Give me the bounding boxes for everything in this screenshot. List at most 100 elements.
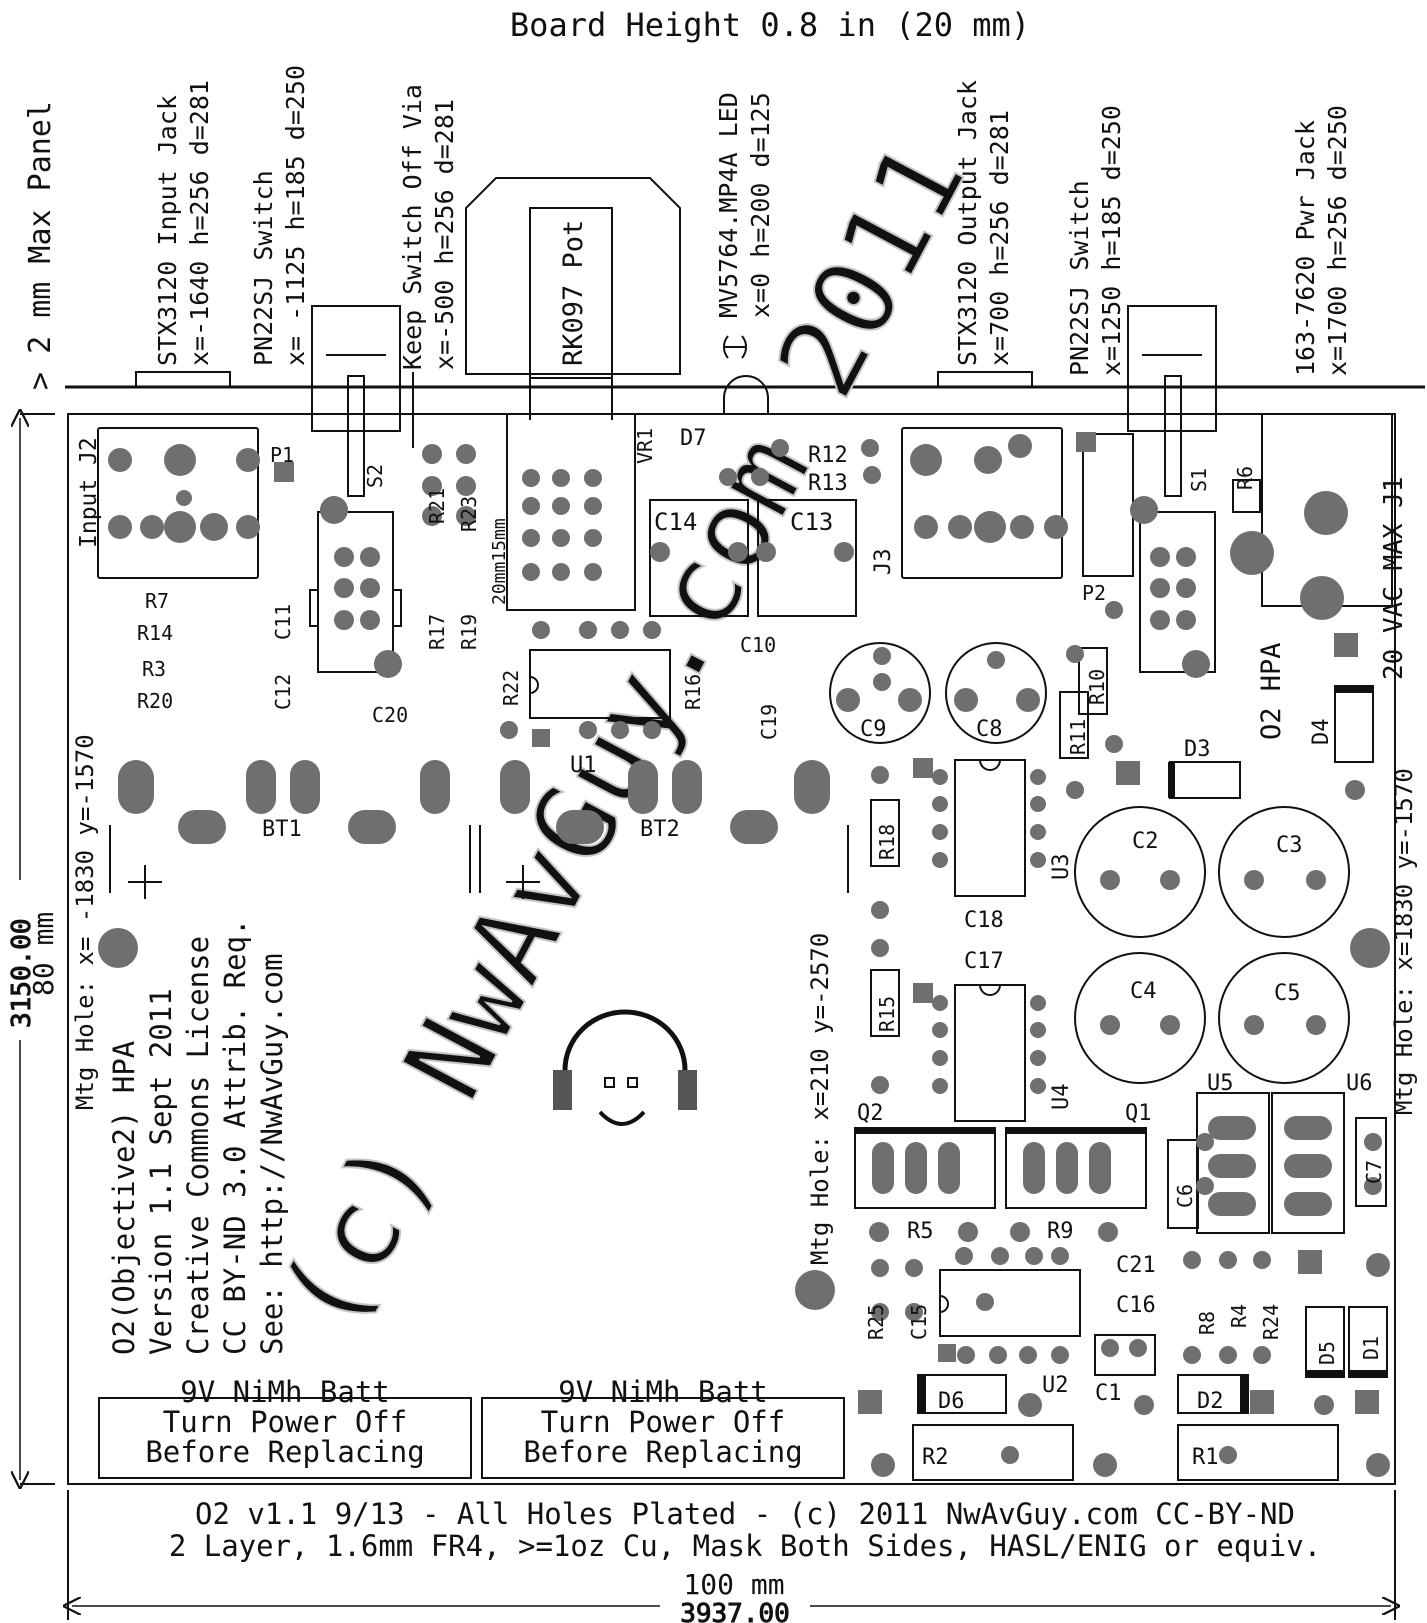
designator-c9: C9 — [860, 717, 887, 742]
designator-r5: R5 — [907, 1219, 934, 1244]
pad — [579, 621, 597, 639]
square-pad — [1076, 432, 1096, 452]
pad — [650, 542, 670, 562]
pad — [1030, 769, 1046, 785]
pad — [1183, 1251, 1201, 1269]
designator-u1: U1 — [570, 753, 597, 778]
output-jack-label-1: STX3120 Output Jack — [953, 80, 982, 366]
pad — [1101, 1339, 1119, 1357]
designator-d2: D2 — [1197, 1389, 1224, 1414]
pad — [643, 621, 661, 639]
pad — [643, 721, 661, 739]
designator-c6: C6 — [1173, 1184, 1197, 1208]
designator-r15: R15 — [875, 996, 899, 1032]
designator-c14: C14 — [654, 508, 697, 536]
batt-line: 9V NiMh Batt — [180, 1375, 390, 1409]
regulator-pad — [1284, 1154, 1332, 1178]
pad — [863, 466, 881, 484]
transistor-pad — [905, 1142, 927, 1194]
designator-s1: S1 — [1187, 468, 1211, 492]
pad — [584, 497, 602, 515]
footer-line-1: O2 v1.1 9/13 - All Holes Plated - (c) 20… — [195, 1497, 1295, 1531]
pad — [1025, 1247, 1043, 1265]
pad — [532, 621, 550, 639]
pad — [1010, 515, 1034, 539]
pad — [1219, 1346, 1237, 1364]
pad — [1030, 852, 1046, 868]
pad — [1150, 578, 1170, 598]
height-mm: 80 mm — [27, 912, 60, 996]
pad — [1314, 1395, 1334, 1415]
pad — [456, 476, 476, 496]
pad — [422, 444, 442, 464]
designator-q2: Q2 — [857, 1101, 884, 1126]
pad — [522, 469, 540, 487]
pad — [1030, 796, 1046, 812]
pad — [1345, 780, 1365, 800]
batt-line: 9V NiMh Batt — [558, 1375, 768, 1409]
designator-j3: J3 — [871, 549, 896, 576]
regulator-pad — [1208, 1192, 1256, 1216]
pad — [873, 647, 891, 665]
designator-r7: R7 — [145, 589, 169, 613]
height-mils: 3150.00 — [7, 918, 37, 1028]
pad — [1196, 1133, 1214, 1151]
pad — [932, 1022, 948, 1038]
designator-r6: R6 — [1233, 466, 1257, 490]
pwr-jack-label-1: 163-7620 Pwr Jack — [1291, 120, 1320, 376]
input-jack-label-2: x=-1640 h=256 d=281 — [185, 80, 214, 366]
pad — [1066, 781, 1084, 799]
pad — [932, 769, 948, 785]
via-label-2: x=-500 h=256 d=281 — [430, 99, 459, 370]
pad — [974, 446, 1002, 474]
designator-r2: R2 — [922, 1445, 949, 1470]
transistor-pad — [1089, 1142, 1111, 1194]
designator-c5: C5 — [1274, 981, 1301, 1006]
pad — [1244, 870, 1264, 890]
pad — [728, 542, 748, 562]
pad — [914, 515, 938, 539]
designator-c7: C7 — [1362, 1160, 1386, 1184]
info-block: O2(Objective2) HPA Version 1.1 Sept 2011… — [107, 919, 289, 1356]
pad — [1098, 1222, 1118, 1242]
pad — [1176, 578, 1196, 598]
designator-c16: C16 — [1116, 1293, 1156, 1318]
pad — [584, 529, 602, 547]
pad — [751, 468, 769, 486]
pad — [456, 506, 476, 526]
pad — [422, 476, 442, 496]
pad — [1008, 434, 1032, 458]
pad — [360, 610, 380, 630]
designator-c15: C15 — [907, 1304, 931, 1340]
pad — [910, 444, 942, 476]
pad — [861, 439, 879, 457]
pad — [1253, 1251, 1271, 1269]
output-jack-label-2: x=700 h=256 d=281 — [985, 110, 1014, 366]
pad — [611, 721, 629, 739]
pad — [320, 496, 348, 524]
designator-u4: U4 — [1049, 1084, 1074, 1111]
pad — [1105, 735, 1123, 753]
pad — [932, 1078, 948, 1094]
pad — [552, 497, 570, 515]
designator-r8: R8 — [1195, 1311, 1219, 1335]
pad — [108, 515, 132, 539]
pad — [584, 469, 602, 487]
input-jack-label-1: STX3120 Input Jack — [153, 95, 182, 366]
pad — [1219, 1446, 1237, 1464]
pad — [932, 824, 948, 840]
designator-r19: R19 — [457, 614, 481, 650]
pad — [1100, 870, 1120, 890]
designator-r22: R22 — [499, 670, 523, 706]
pad — [1030, 1078, 1046, 1094]
pad — [1018, 1393, 1042, 1417]
square-pad — [1250, 1390, 1274, 1414]
designator-c1: C1 — [1095, 1381, 1122, 1406]
designator-u6: U6 — [1346, 1071, 1373, 1096]
info-line: Version 1.1 Sept 2011 — [144, 988, 178, 1355]
designator-u5: U5 — [1207, 1071, 1234, 1096]
dark-bands — [855, 686, 1387, 1413]
square-pad — [858, 1390, 882, 1414]
